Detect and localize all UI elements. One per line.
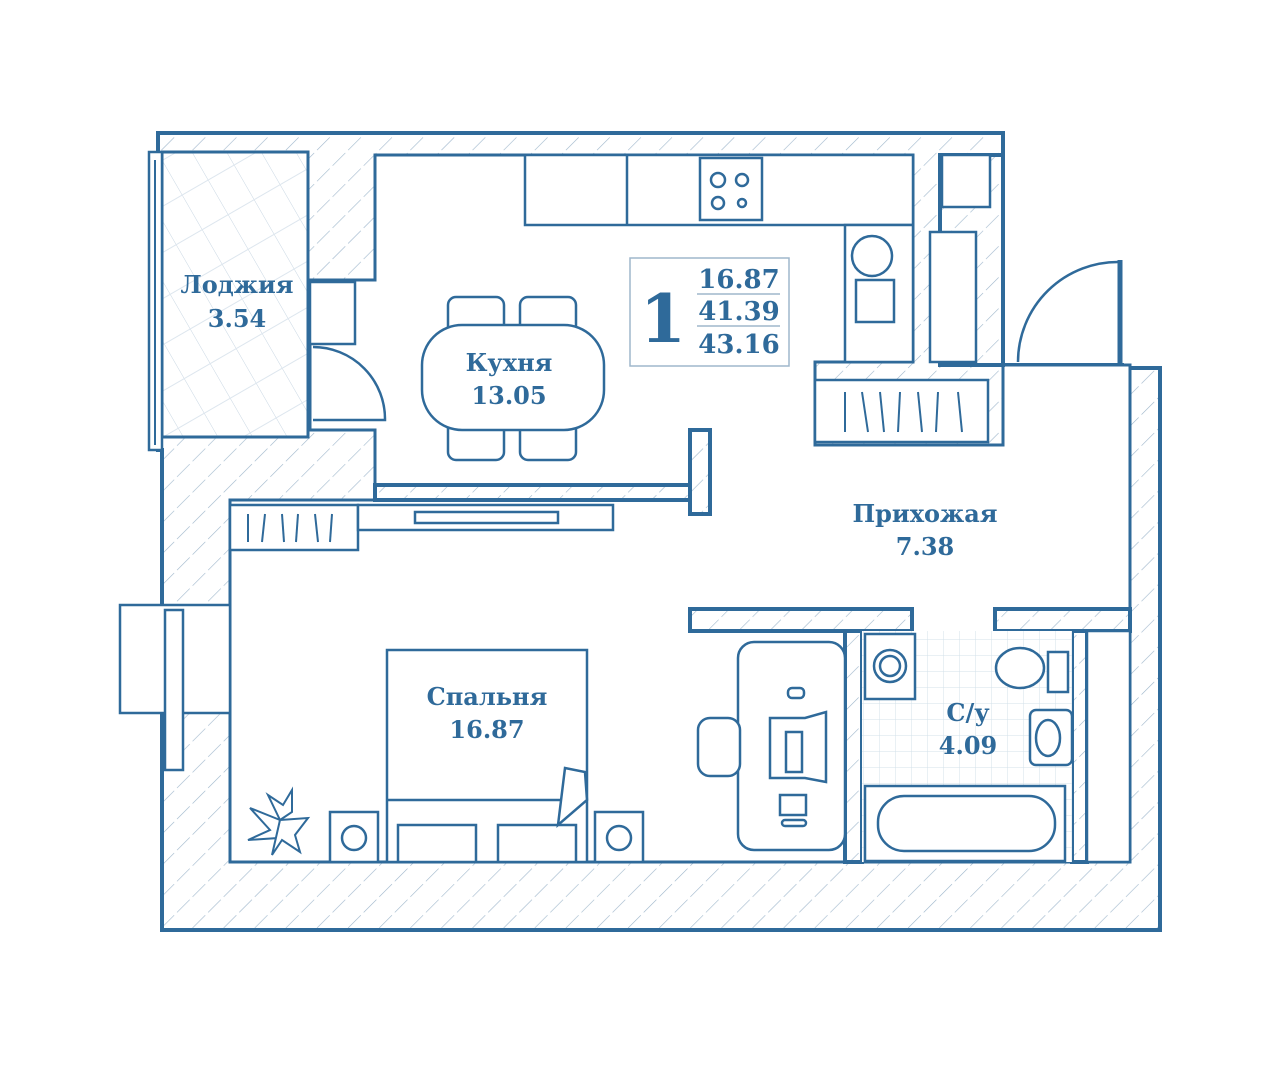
- room-area-loggia: 3.54: [208, 304, 266, 333]
- entrance-door-swing: [1016, 260, 1121, 363]
- sink: [850, 234, 894, 278]
- bathroom-top-wall: [688, 607, 914, 633]
- bathroom-top-wall-right: [993, 607, 1132, 633]
- bedroom-wardrobe: [228, 503, 360, 552]
- room-area-bedroom: 16.87: [449, 715, 524, 744]
- bathroom-right-wall: [1070, 629, 1089, 864]
- apartment-info-box: [629, 257, 790, 367]
- washing-machine: [863, 632, 917, 701]
- ventilation-shaft: [940, 153, 992, 209]
- basin-bowl: [1034, 718, 1062, 758]
- loggia-floor: [160, 150, 310, 439]
- tv: [413, 510, 560, 525]
- bedroom-window: [163, 608, 185, 772]
- kitchen-bedroom-wall: [373, 483, 692, 502]
- pillow: [396, 823, 478, 864]
- bathtub-inner: [876, 794, 1057, 853]
- kitchen-door-swing: [312, 345, 387, 422]
- stove-burner: [709, 171, 727, 189]
- desk-item: [778, 793, 808, 817]
- hanger-lines: [844, 391, 963, 433]
- lamp: [605, 824, 633, 852]
- room-area-hall: 7.38: [896, 532, 954, 561]
- hall-wardrobe: [813, 378, 990, 444]
- stove-burner: [710, 195, 726, 211]
- room-name-bathroom: С/у: [946, 698, 990, 727]
- room-area-bathroom: 4.09: [939, 731, 997, 760]
- fridge: [928, 230, 978, 364]
- room-name-kitchen: Кухня: [466, 348, 553, 377]
- sink-drainboard: [854, 278, 896, 324]
- pen: [780, 818, 808, 828]
- kitchen-partition-wall: [688, 428, 712, 516]
- desk-chair: [696, 716, 742, 778]
- stove-burner: [736, 197, 748, 209]
- kitchen-cabinet: [308, 280, 357, 346]
- mouse: [786, 686, 806, 700]
- room-name-hall: Прихожая: [852, 499, 997, 528]
- room-name-loggia: Лоджия: [181, 270, 294, 299]
- room-area-kitchen: 13.05: [471, 381, 546, 410]
- blanket-fold: [556, 766, 589, 829]
- wardrobe-hangers: [247, 513, 333, 543]
- pillow: [496, 823, 578, 864]
- keyboard: [784, 730, 804, 774]
- hall-closet: [1085, 629, 1132, 864]
- washing-machine-door: [878, 654, 902, 678]
- washing-machine-drum: [872, 648, 908, 684]
- room-name-bedroom: Спальня: [427, 682, 548, 711]
- bathroom-left-wall: [843, 629, 864, 864]
- stove: [698, 156, 764, 222]
- living-area: 16.87: [698, 265, 779, 295]
- total-area-with-loggia: 43.16: [698, 330, 779, 360]
- total-area: 41.39: [698, 297, 779, 327]
- dining-table: [420, 323, 606, 432]
- stove-burner: [734, 172, 750, 188]
- lamp: [340, 824, 368, 852]
- nightstand: [593, 810, 645, 864]
- toilet-tank: [1046, 650, 1070, 694]
- toilet: [994, 646, 1046, 690]
- plant-icon: [247, 786, 311, 856]
- rooms-count: 1: [640, 280, 686, 358]
- nightstand: [328, 810, 380, 864]
